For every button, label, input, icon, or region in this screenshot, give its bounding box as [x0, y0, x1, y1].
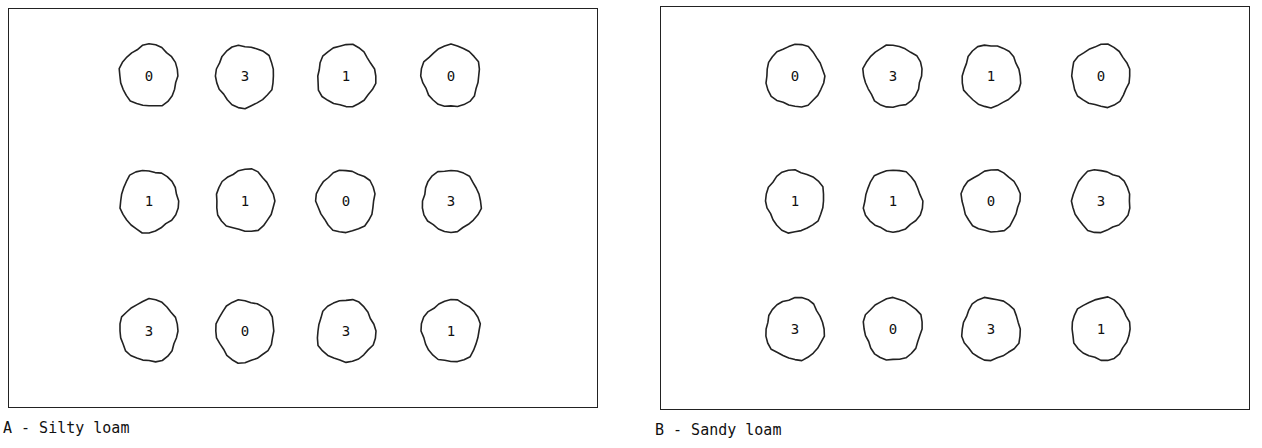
soil-sample: 0: [420, 43, 482, 109]
soil-sample: 1: [960, 43, 1022, 109]
soil-sample: 1: [315, 43, 377, 109]
sample-count: 0: [447, 69, 455, 83]
soil-sample: 1: [862, 168, 924, 234]
sample-count: 0: [1097, 69, 1105, 83]
sample-count: 0: [791, 69, 799, 83]
sample-count: 1: [342, 69, 350, 83]
sample-count: 1: [1097, 322, 1105, 336]
soil-sample: 1: [118, 168, 180, 234]
soil-sample: 0: [118, 43, 180, 109]
sample-count: 3: [447, 194, 455, 208]
panel-caption: B - Sandy loam: [655, 421, 781, 439]
soil-sample: 3: [315, 298, 377, 364]
soil-sample: 1: [214, 168, 276, 234]
sample-count: 0: [145, 69, 153, 83]
soil-sample: 3: [960, 296, 1022, 362]
soil-sample: 0: [214, 298, 276, 364]
sample-count: 3: [987, 322, 995, 336]
soil-sample: 0: [960, 168, 1022, 234]
soil-sample: 0: [315, 168, 377, 234]
soil-sample: 1: [420, 298, 482, 364]
sample-count: 1: [987, 69, 995, 83]
soil-sample: 3: [1070, 168, 1132, 234]
sample-count: 0: [889, 322, 897, 336]
sample-count: 1: [145, 194, 153, 208]
sample-count: 3: [145, 324, 153, 338]
sample-count: 1: [241, 194, 249, 208]
soil-sample: 0: [1070, 43, 1132, 109]
soil-sample: 1: [764, 168, 826, 234]
panel-caption: A - Silty loam: [3, 419, 129, 437]
sample-count: 3: [342, 324, 350, 338]
sample-count: 3: [241, 69, 249, 83]
soil-sample: 3: [420, 168, 482, 234]
soil-sample: 3: [862, 43, 924, 109]
sample-count: 3: [791, 322, 799, 336]
sample-count: 3: [889, 69, 897, 83]
sample-count: 0: [241, 324, 249, 338]
sample-panel: B - Sandy loam031011033031: [660, 6, 1250, 410]
sample-count: 0: [342, 194, 350, 208]
soil-sample: 0: [764, 43, 826, 109]
sample-count: 0: [987, 194, 995, 208]
sample-count: 1: [791, 194, 799, 208]
sample-count: 3: [1097, 194, 1105, 208]
soil-sample: 1: [1070, 296, 1132, 362]
sample-panel: A - Silty loam031011033031: [8, 8, 598, 408]
soil-sample: 3: [214, 43, 276, 109]
soil-sample: 3: [118, 298, 180, 364]
soil-sample: 0: [862, 296, 924, 362]
soil-sample: 3: [764, 296, 826, 362]
sample-count: 1: [447, 324, 455, 338]
sample-count: 1: [889, 194, 897, 208]
